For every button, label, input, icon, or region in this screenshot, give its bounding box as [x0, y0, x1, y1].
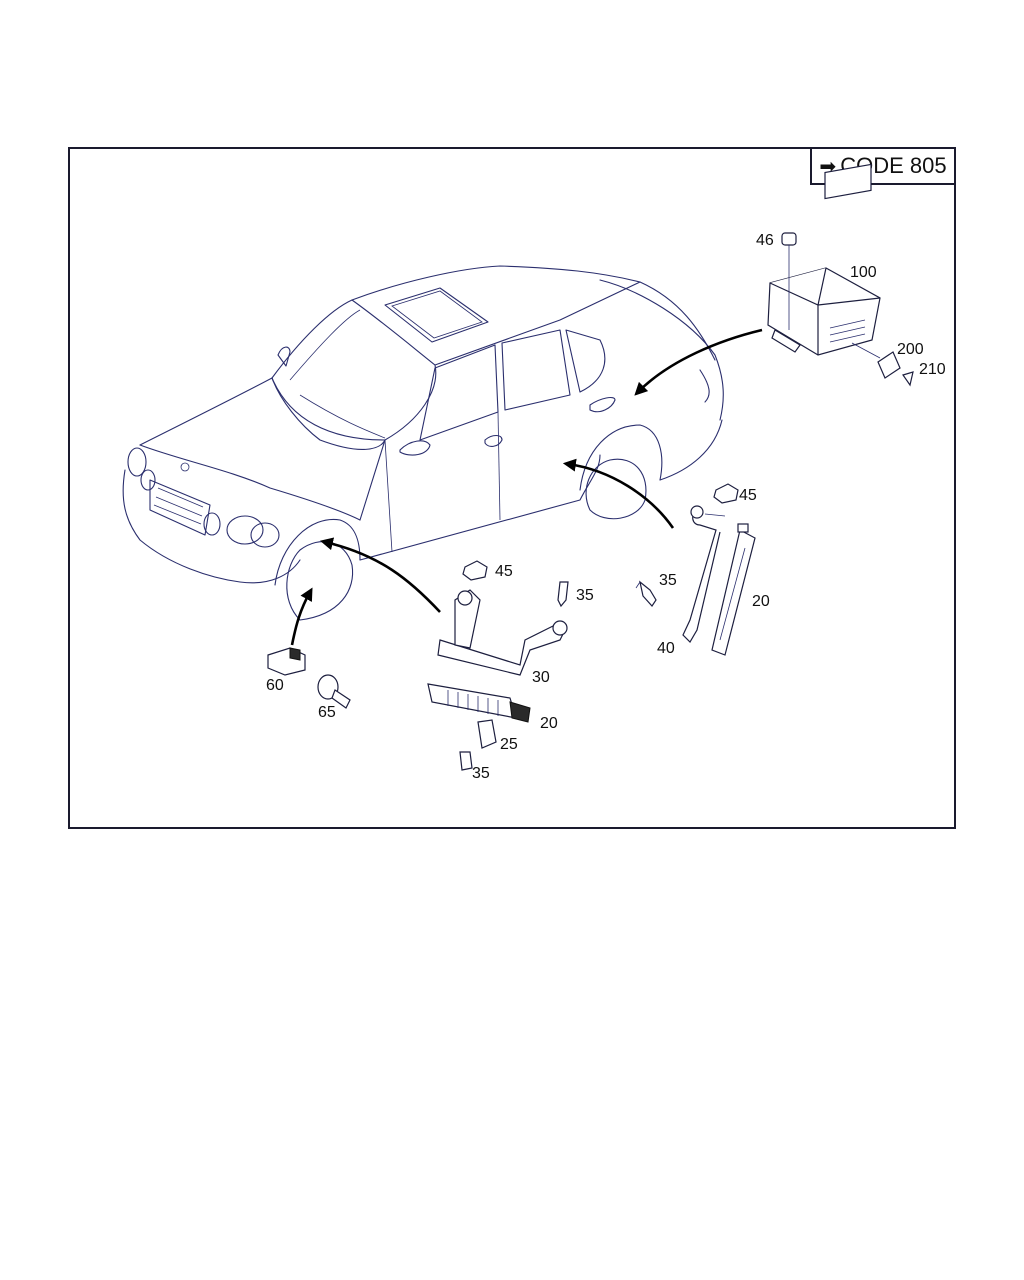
callout-200: 200	[897, 341, 924, 358]
pointer-arrows	[290, 328, 763, 646]
callout-100: 100	[850, 264, 877, 281]
wheel-sensor-parts	[267, 647, 351, 709]
callout-35-right: 35	[659, 572, 677, 589]
callout-30: 30	[532, 669, 550, 686]
callout-40: 40	[657, 640, 675, 657]
callout-20-right: 20	[752, 593, 770, 610]
callout-45-lower: 45	[495, 563, 513, 580]
control-unit	[767, 163, 914, 387]
callout-35-lower: 35	[472, 765, 490, 782]
callout-210: 210	[919, 361, 946, 378]
front-antenna-assembly	[427, 560, 569, 771]
callout-65: 65	[318, 704, 336, 721]
callout-46: 46	[756, 232, 774, 249]
callout-35-mid: 35	[576, 587, 594, 604]
callout-60: 60	[266, 677, 284, 694]
callout-20-lower: 20	[540, 715, 558, 732]
callout-45-upper: 45	[739, 487, 757, 504]
callout-25: 25	[500, 736, 518, 753]
rear-antenna-assembly	[635, 483, 756, 656]
car-illustration	[122, 265, 724, 621]
